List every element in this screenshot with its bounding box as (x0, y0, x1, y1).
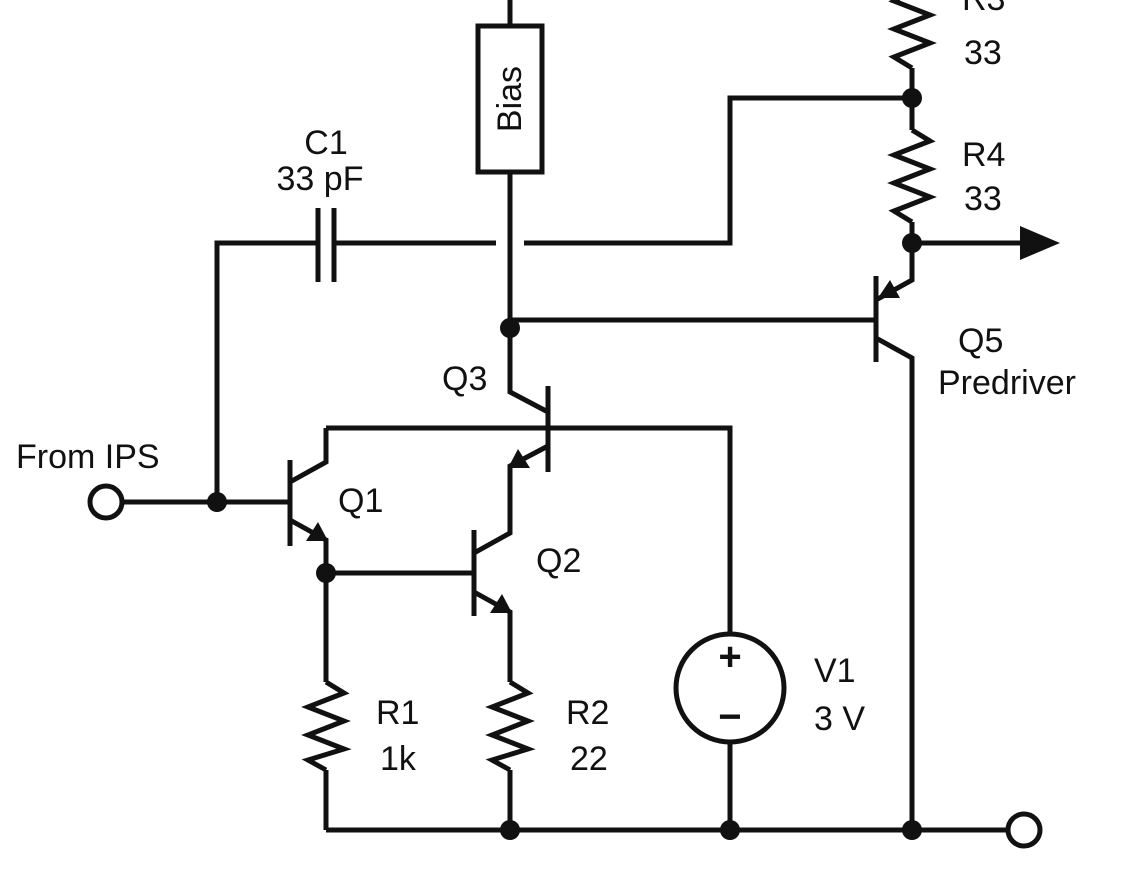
junction-dots (207, 88, 922, 840)
q5-name-label: Q5 (958, 322, 1003, 360)
junction-dot (500, 318, 520, 338)
voltage-source-v1: + − (673, 631, 787, 745)
v1-value-label: 3 V (814, 700, 865, 738)
v1-plus-sign: + (718, 635, 741, 679)
ground-terminal (1005, 811, 1043, 849)
junction-dot (500, 820, 520, 840)
wire-q1-collector (288, 428, 329, 485)
junction-dot (207, 492, 227, 512)
wire-q5-collector (874, 335, 915, 830)
wire-q3-base (326, 425, 733, 634)
r2-value-label: 22 (570, 740, 608, 778)
input-terminal (87, 483, 125, 521)
q5-role-label: Predriver (938, 364, 1076, 402)
bias-label: Bias (491, 66, 529, 132)
r3-value-label: 33 (964, 34, 1002, 72)
input-label: From IPS (16, 438, 160, 476)
junction-dot (902, 88, 922, 108)
r1-value-label: 1k (380, 740, 417, 778)
capacitor-c1 (315, 208, 337, 282)
q1-emitter-arrow-icon (306, 522, 328, 541)
q2-emitter-arrow-icon (490, 594, 512, 613)
wire-q2-collector (472, 443, 550, 556)
r1-name-label: R1 (376, 694, 419, 732)
resistor-r2 (485, 679, 536, 773)
r2-name-label: R2 (566, 694, 609, 732)
q1-name-label: Q1 (338, 482, 383, 520)
output-arrow-icon (1020, 226, 1060, 260)
junction-dot (720, 820, 740, 840)
junction-dot (316, 563, 336, 583)
resistor-r3 (887, 0, 937, 71)
resistor-r4 (887, 127, 937, 225)
q3-name-label: Q3 (442, 360, 487, 398)
junction-dot (902, 233, 922, 253)
r3-name-label: R3 (962, 0, 1005, 18)
r4-value-label: 33 (964, 180, 1002, 218)
q5-emitter-arrow-icon (878, 280, 900, 298)
wire-q3-collector (507, 328, 550, 415)
bias-block: Bias (475, 23, 545, 175)
v1-name-label: V1 (814, 652, 856, 690)
v1-minus-sign: − (718, 695, 741, 739)
q2-name-label: Q2 (536, 542, 581, 580)
wire-c1-right-b (524, 95, 912, 246)
resistor-r1 (301, 679, 352, 773)
r4-name-label: R4 (962, 136, 1005, 174)
c1-name-label: C1 (304, 124, 347, 162)
junction-dot (902, 820, 922, 840)
c1-value-label: 33 pF (277, 160, 364, 198)
wire-c1-left (214, 240, 316, 502)
q3-emitter-arrow-icon (508, 449, 530, 468)
